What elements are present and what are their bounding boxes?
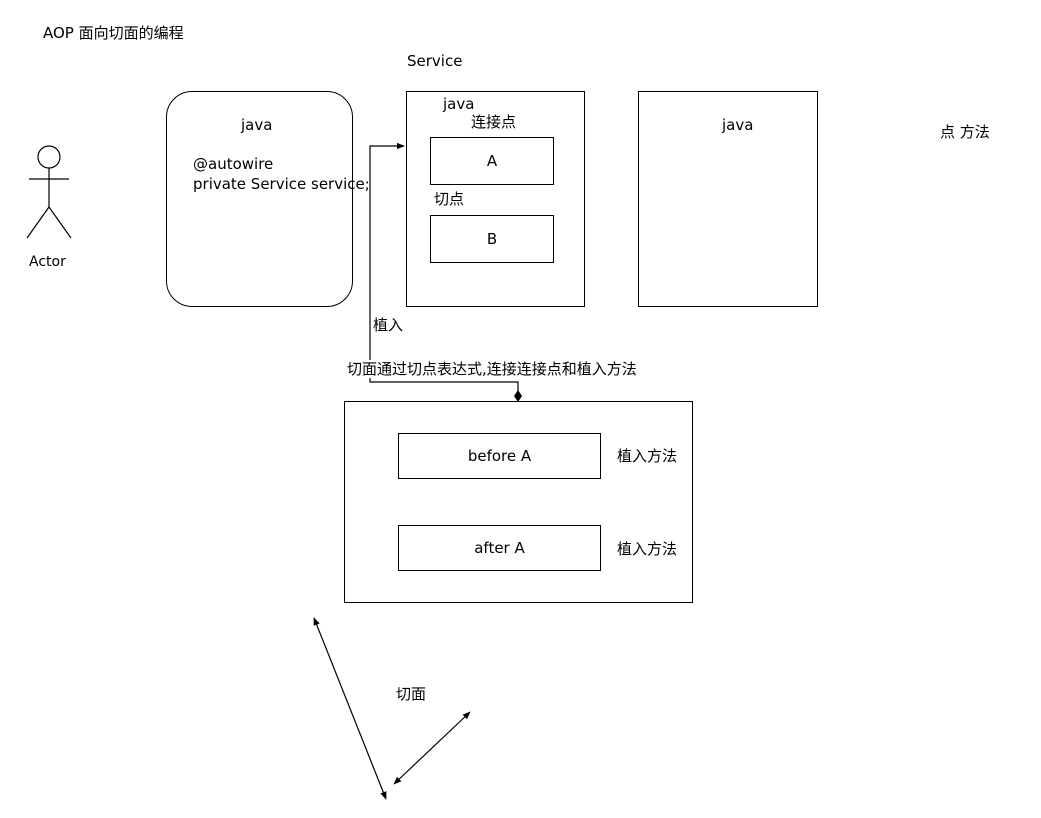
aspect-arrow-long (313, 617, 387, 800)
after-advice-box: after A (398, 525, 601, 571)
connector-origin-diamond (514, 390, 522, 402)
autowire-annotation: @autowire (193, 155, 274, 173)
method-b-box: B (430, 215, 554, 263)
actor-label: Actor (29, 254, 66, 270)
pointcut-label: 切点 (434, 190, 465, 208)
advice-method-label-2: 植入方法 (617, 540, 678, 558)
service-box-title: java (443, 95, 475, 113)
point-method-note: 点 方法 (940, 123, 990, 141)
right-box-title: java (722, 116, 754, 134)
right-java-box: java (638, 91, 818, 307)
aspect-box (344, 401, 693, 603)
before-advice-box: before A (398, 433, 601, 479)
service-heading: Service (407, 52, 463, 70)
weave-label: 植入 (373, 316, 404, 334)
join-point-label: 连接点 (471, 113, 517, 131)
caller-java-box: java (166, 91, 353, 307)
weave-connector (369, 142, 519, 396)
caller-box-title: java (241, 116, 273, 134)
before-advice-label: before A (467, 447, 532, 465)
advice-method-label-1: 植入方法 (617, 447, 678, 465)
service-java-box (406, 91, 585, 307)
aspect-arrow-short (393, 711, 471, 785)
method-a-label: A (486, 152, 498, 170)
actor-icon (26, 145, 72, 239)
method-b-label: B (486, 230, 498, 248)
method-a-box: A (430, 137, 554, 185)
aspect-sketch-label: 切面 (396, 685, 427, 703)
after-advice-label: after A (474, 539, 525, 557)
aspect-caption: 切面通过切点表达式,连接连接点和植入方法 (347, 360, 637, 378)
page-title: AOP 面向切面的编程 (43, 24, 184, 42)
service-field-declaration: private Service service; (193, 175, 370, 193)
